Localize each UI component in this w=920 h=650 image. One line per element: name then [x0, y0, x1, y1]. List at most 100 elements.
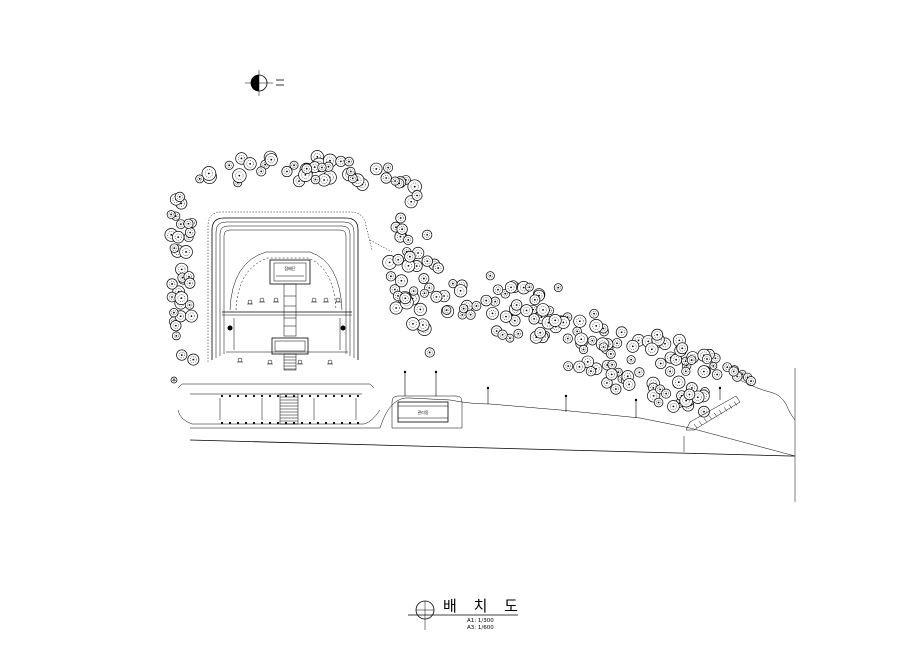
- tree-canopy-icon: [499, 310, 513, 323]
- tree-canopy-icon: [676, 342, 689, 355]
- tree-canopy-icon: [672, 375, 686, 389]
- tree-canopy-icon: [529, 294, 541, 306]
- tree-canopy-icon: [448, 279, 458, 289]
- tree-canopy-icon: [394, 274, 408, 288]
- tree-canopy-icon: [395, 212, 406, 224]
- tree-canopy-icon: [634, 367, 645, 378]
- tree-canopy-icon: [626, 355, 636, 365]
- tree-canopy-icon: [573, 360, 586, 373]
- tree-canopy-icon: [655, 357, 667, 370]
- tree-canopy-icon: [664, 366, 676, 377]
- tree-canopy-icon: [418, 273, 430, 284]
- tree-canopy-icon: [626, 339, 640, 353]
- tree-canopy-icon: [184, 309, 198, 323]
- tree-canopy-icon: [497, 329, 508, 340]
- drawing-title: 배 치 도: [443, 597, 524, 615]
- tree-canopy-icon: [709, 361, 718, 370]
- tree-canopy-icon: [471, 301, 482, 311]
- tree-canopy-icon: [563, 361, 574, 372]
- tree-canopy-icon: [370, 162, 383, 176]
- tree-canopy-icon: [281, 165, 293, 178]
- tree-canopy-icon: [661, 388, 672, 399]
- tree-canopy-icon: [256, 166, 267, 177]
- tree-canopy-icon: [528, 313, 540, 325]
- tree-canopy-icon: [511, 299, 523, 311]
- tree-canopy-icon: [184, 300, 195, 310]
- tree-canopy-icon: [615, 326, 628, 339]
- tree-canopy-icon: [184, 227, 196, 238]
- tree-canopy-icon: [453, 284, 468, 298]
- tree-canopy-icon: [396, 223, 408, 235]
- tree-canopy-icon: [698, 405, 710, 418]
- tree-canopy-icon: [622, 378, 636, 391]
- tree-canopy-icon: [171, 331, 181, 341]
- tree-canopy-icon: [232, 168, 247, 183]
- tree-canopy-icon: [169, 308, 179, 318]
- tree-canopy-icon: [573, 314, 587, 328]
- north-arrow-icon: [245, 70, 284, 96]
- tree-canopy-icon: [607, 360, 617, 370]
- scale-a3: A3: 1/600: [467, 625, 494, 631]
- tree-canopy-icon: [172, 230, 185, 244]
- tree-canopy-icon: [589, 308, 599, 319]
- tree-canopy-icon: [174, 291, 189, 305]
- tree-group: [164, 150, 756, 418]
- tree-canopy-icon: [344, 156, 354, 167]
- side-building: 관리동: [391, 395, 463, 429]
- tree-canopy-icon: [166, 210, 176, 219]
- tree-canopy-icon: [645, 342, 659, 356]
- tree-canopy-icon: [411, 190, 423, 201]
- tree-canopy-icon: [728, 366, 739, 377]
- tree-canopy-icon: [422, 229, 433, 240]
- tree-canopy-icon: [667, 400, 680, 413]
- tree-canopy-icon: [513, 328, 524, 339]
- tree-canopy-icon: [606, 349, 616, 359]
- tree-canopy-icon: [480, 294, 492, 307]
- tree-canopy-icon: [430, 290, 443, 303]
- tree-canopy-icon: [746, 376, 756, 387]
- tree-canopy-icon: [413, 302, 427, 316]
- tree-canopy-icon: [404, 251, 416, 263]
- tree-canopy-icon: [406, 317, 420, 331]
- tree-canopy-icon: [409, 286, 419, 296]
- tree-canopy-icon: [505, 333, 515, 343]
- tree-canopy-icon: [702, 354, 712, 365]
- tree-canopy-icon: [399, 292, 412, 305]
- tree-canopy-icon: [587, 335, 598, 346]
- tree-canopy-icon: [403, 234, 414, 245]
- parking-strip: [685, 395, 741, 431]
- tree-canopy-icon: [536, 303, 550, 317]
- tree-canopy-icon: [653, 397, 664, 408]
- tree-canopy-icon: [458, 303, 469, 314]
- tree-canopy-icon: [589, 319, 604, 333]
- memorial-plaza: 참배단: [207, 211, 373, 365]
- tree-canopy-icon: [421, 255, 433, 267]
- tree-canopy-icon: [392, 254, 404, 266]
- tree-canopy-icon: [520, 304, 533, 317]
- tree-canopy-icon: [578, 344, 589, 355]
- tree-canopy-icon: [174, 191, 185, 202]
- tree-canopy-icon: [383, 162, 394, 173]
- side-building-label: 관리동: [417, 409, 428, 415]
- tree-canopy-icon: [301, 163, 313, 175]
- tree-canopy-icon: [490, 296, 501, 307]
- tree-canopy-icon: [224, 160, 234, 170]
- tree-canopy-icon: [486, 307, 499, 320]
- tree-canopy-icon: [201, 166, 217, 181]
- tree-canopy-icon: [599, 342, 609, 352]
- tree-canopy-icon: [175, 262, 189, 276]
- tree-canopy-icon: [651, 328, 664, 341]
- tree-canopy-icon: [179, 245, 193, 259]
- tree-canopy-icon: [289, 160, 299, 170]
- tree-canopy-icon: [574, 332, 588, 346]
- tree-canopy-icon: [166, 278, 178, 290]
- approach-road: [177, 353, 381, 425]
- tree-canopy-icon: [711, 369, 723, 380]
- tree-canopy-icon: [432, 262, 444, 274]
- tree-canopy-icon: [686, 355, 697, 365]
- tree-canopy-icon: [170, 320, 182, 332]
- scale-a1: A1: 1/300: [467, 618, 494, 624]
- tree-canopy-icon: [553, 283, 563, 293]
- tree-canopy-icon: [485, 271, 495, 281]
